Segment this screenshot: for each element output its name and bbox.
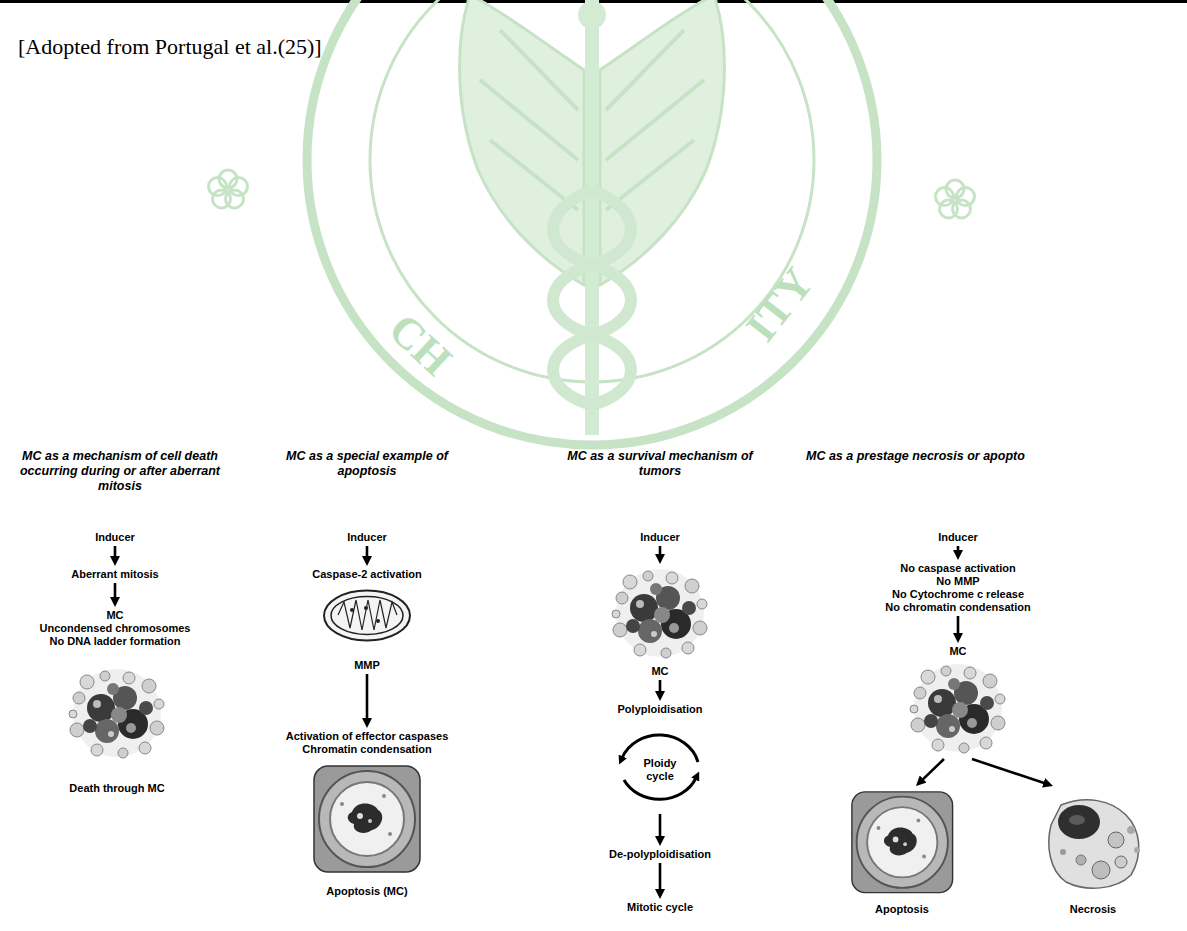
apoptotic-cell-image bbox=[314, 766, 420, 872]
watermark-text: CH bbox=[379, 305, 460, 385]
flow-arrow bbox=[957, 546, 960, 553]
column-title: MC as a special example of apoptosis bbox=[269, 449, 465, 479]
step-label: No DNA ladder formation bbox=[49, 635, 180, 648]
step-label: Ploidy cycle bbox=[638, 757, 682, 783]
university-seal-watermark bbox=[209, 0, 975, 445]
mitochondrion-image bbox=[324, 591, 410, 641]
mitochondrion-node: MMP bbox=[317, 586, 417, 672]
step-text: Caspase-2 activation bbox=[312, 568, 421, 581]
step-label: Uncondensed chromosomes bbox=[40, 622, 191, 635]
mitotic-catastrophe-cell-image bbox=[910, 664, 1005, 753]
cell-image-node: Apoptosis (MC) bbox=[302, 762, 432, 898]
step-label: De-polyploidisation bbox=[609, 848, 711, 861]
flow-arrow bbox=[972, 759, 1046, 784]
ploidy-cycle: Ploidy cycle bbox=[612, 728, 708, 812]
step-text: Inducer bbox=[95, 531, 135, 544]
step-label: Polyploidisation bbox=[618, 703, 703, 716]
step-label: Chromatin condensation bbox=[302, 743, 432, 756]
watermark-text: ITY bbox=[737, 259, 823, 350]
step-label: Inducer bbox=[938, 531, 978, 544]
step-label: Inducer bbox=[640, 531, 680, 544]
flow-arrow bbox=[114, 546, 117, 559]
flow-arrow bbox=[366, 674, 369, 721]
flow-arrow bbox=[957, 616, 960, 636]
step-text: Polyploidisation bbox=[618, 703, 703, 716]
step-label: MC bbox=[651, 665, 668, 678]
flow-arrow bbox=[659, 863, 662, 892]
step-label: Inducer bbox=[95, 531, 135, 544]
flow-arrow bbox=[366, 546, 369, 559]
flow-arrow bbox=[659, 680, 662, 694]
step-label: Necrosis bbox=[1070, 903, 1116, 916]
flow-arrow bbox=[659, 814, 662, 839]
step-label: Inducer bbox=[347, 531, 387, 544]
cell-image-node: Death through MC bbox=[52, 665, 182, 795]
step-text: Activation of effector caspasesChromatin… bbox=[286, 730, 449, 756]
step-label: Apoptosis bbox=[875, 903, 929, 916]
step-label: Activation of effector caspases bbox=[286, 730, 449, 743]
column-title: MC as a prestage necrosis or apopto bbox=[806, 449, 1025, 464]
step-label: Mitotic cycle bbox=[627, 901, 693, 914]
step-text: Inducer bbox=[640, 531, 680, 544]
flow-arrow bbox=[659, 546, 662, 557]
mitotic-catastrophe-cell-image bbox=[612, 569, 707, 658]
step-text: Inducer bbox=[938, 531, 978, 544]
cell-image-node: Necrosis bbox=[1033, 788, 1153, 916]
flow-arrow bbox=[114, 583, 117, 600]
step-label: Caspase-2 activation bbox=[312, 568, 421, 581]
step-label: No caspase activation bbox=[900, 562, 1016, 575]
step-label: MC bbox=[106, 609, 123, 622]
source-note: [Adopted from Portugal et al.(25)] bbox=[18, 34, 322, 60]
step-label: No Cytochrome c release bbox=[892, 588, 1024, 601]
flow-arrow bbox=[921, 759, 944, 781]
mitotic-catastrophe-cell-image bbox=[69, 669, 164, 758]
step-label: No chromatin condensation bbox=[885, 601, 1030, 614]
step-text: De-polyploidisation bbox=[609, 848, 711, 861]
step-label: Apoptosis (MC) bbox=[326, 885, 407, 898]
step-label: No MMP bbox=[936, 575, 979, 588]
column-title: MC as a mechanism of cell death occurrin… bbox=[3, 449, 237, 494]
step-text: Aberrant mitosis bbox=[71, 568, 158, 581]
step-text: MCUncondensed chromosomesNo DNA ladder f… bbox=[40, 609, 191, 648]
cell-image-node: Apoptosis bbox=[842, 788, 962, 916]
column-title: MC as a survival mechanism of tumors bbox=[562, 449, 758, 479]
step-text: Inducer bbox=[347, 531, 387, 544]
step-text: No caspase activationNo MMPNo Cytochrome… bbox=[885, 562, 1030, 614]
step-label: MC bbox=[949, 645, 966, 658]
step-text: Mitotic cycle bbox=[627, 901, 693, 914]
apoptotic-cell-image bbox=[852, 792, 953, 893]
cell-image-node: MC bbox=[898, 645, 1018, 757]
cell-image-node: MC bbox=[600, 566, 720, 678]
necrotic-cell-image bbox=[1049, 800, 1140, 888]
step-label: MMP bbox=[354, 659, 380, 672]
step-label: Death through MC bbox=[69, 782, 164, 795]
step-label: Aberrant mitosis bbox=[71, 568, 158, 581]
